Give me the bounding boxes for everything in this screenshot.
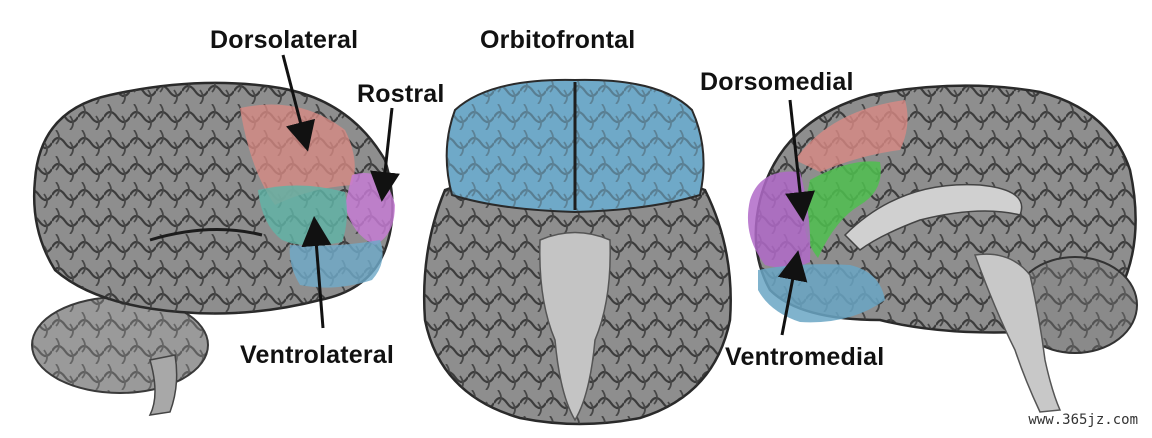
label-rostral: Rostral — [357, 80, 445, 108]
brainstem-medial — [973, 253, 1062, 413]
medial-view — [747, 84, 1138, 413]
label-ventrolateral: Ventrolateral — [240, 341, 395, 369]
brainstem-lateral — [148, 354, 178, 416]
region-dorsomedial-red — [795, 100, 908, 172]
arrow-ventrolateral — [301, 216, 332, 329]
arrow-rostral — [370, 107, 400, 202]
arrow-ventromedial — [777, 250, 808, 336]
brainstem-ventral — [539, 231, 611, 422]
region-dorsomedial-green — [803, 161, 881, 258]
arrow-dorsolateral — [281, 54, 316, 152]
label-orbitofrontal: Orbitofrontal — [480, 26, 636, 54]
corpus-callosum — [843, 183, 1023, 251]
label-arrows — [281, 54, 815, 336]
region-lateral-orbital — [289, 240, 383, 288]
label-dorsomedial: Dorsomedial — [700, 68, 854, 96]
region-dorsolateral — [240, 104, 355, 205]
arrow-dorsomedial — [785, 99, 815, 222]
label-dorsolateral: Dorsolateral — [210, 26, 359, 54]
label-ventromedial: Ventromedial — [725, 343, 885, 371]
ventral-view — [422, 78, 732, 426]
watermark: www.365jz.com — [1028, 412, 1138, 428]
lateral-view — [31, 81, 395, 416]
